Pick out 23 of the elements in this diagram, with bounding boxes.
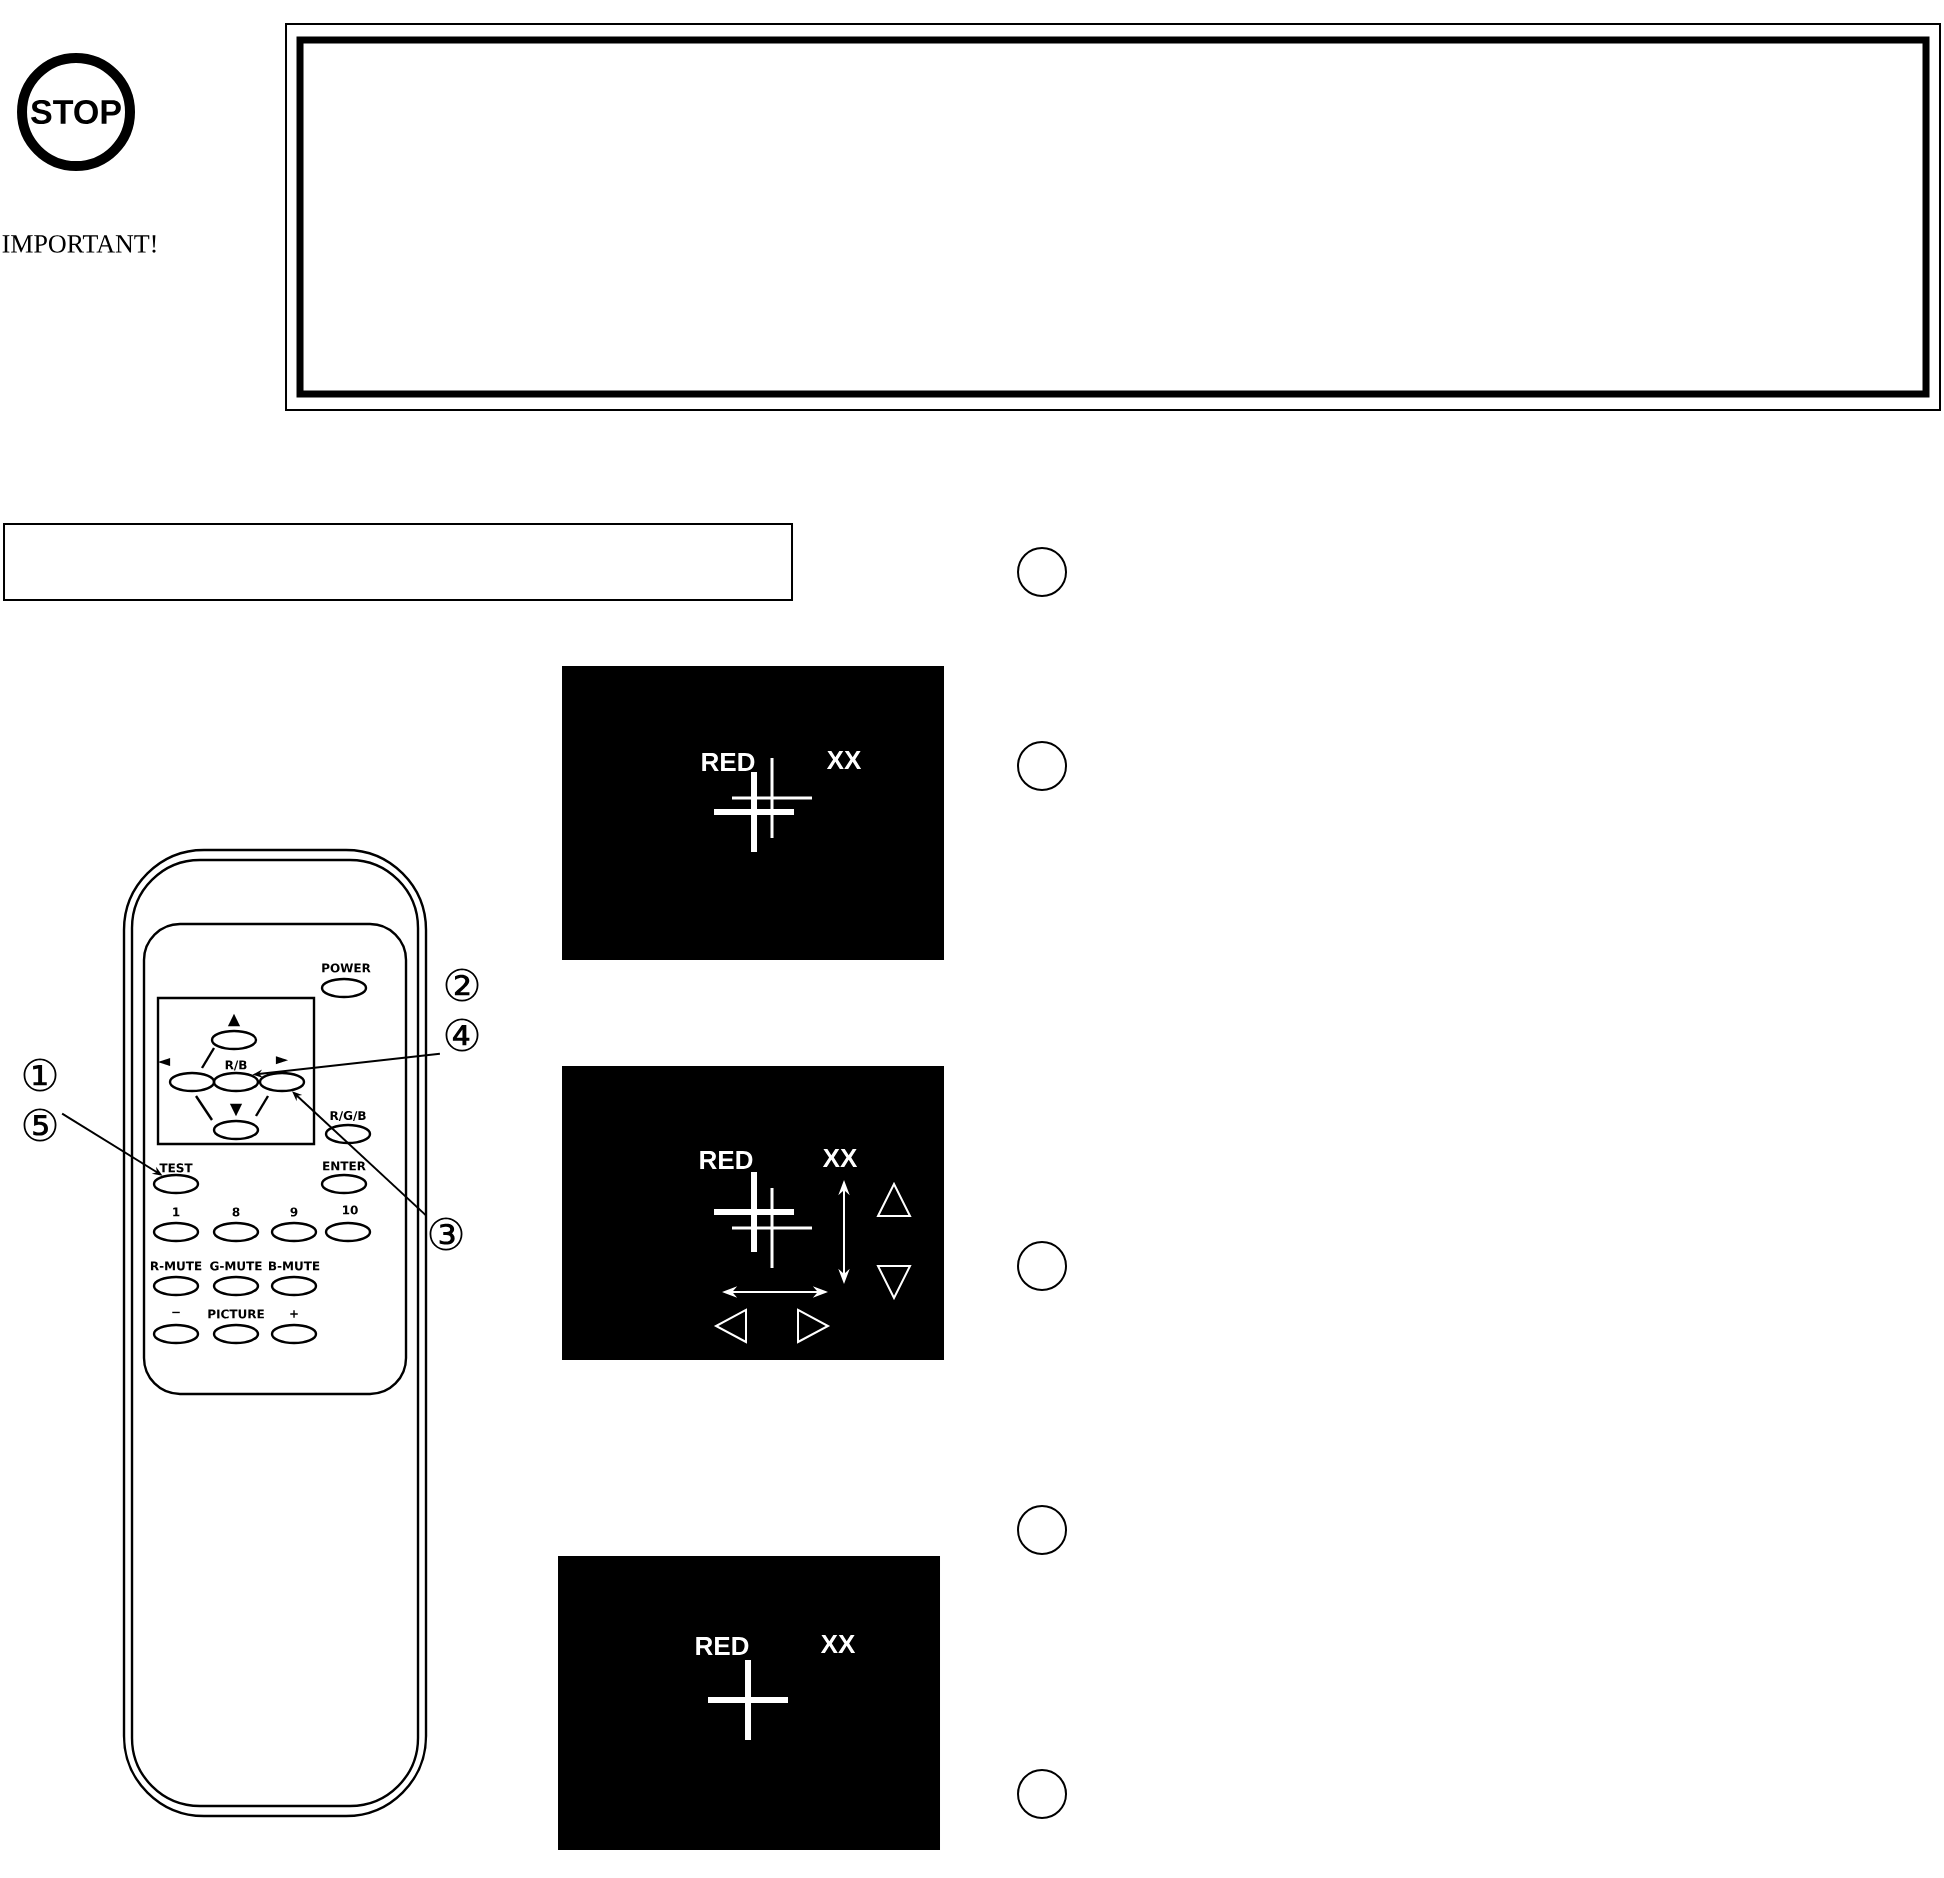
screen-label: XX <box>826 751 862 769</box>
remote-button: ► <box>258 1056 306 1093</box>
stop-sign: STOP <box>17 53 135 171</box>
step-circle <box>1017 547 1067 597</box>
screen-label: XX <box>820 1635 856 1653</box>
warning-box <box>285 23 1941 411</box>
button-label: ▼ <box>229 1103 243 1117</box>
callout-number: ② ④ <box>445 968 479 1052</box>
step-circle <box>1017 1505 1067 1555</box>
title-box <box>3 523 793 601</box>
step-circle <box>1017 741 1067 791</box>
important-label: IMPORTANT! <box>2 235 156 253</box>
button-label: ▲ <box>227 1013 241 1027</box>
callout-number: ① ⑤ <box>23 1058 57 1142</box>
step-circle <box>1017 1769 1067 1819</box>
button-label: ◄ <box>157 1057 171 1066</box>
screen-label: RED <box>702 753 755 771</box>
screen-label: RED <box>700 1151 753 1169</box>
callout-number: ③ <box>429 1217 463 1251</box>
screen-label: RED <box>696 1637 749 1655</box>
screen-label: XX <box>822 1149 858 1167</box>
node-label: ► <box>275 1056 289 1065</box>
step-circle <box>1017 1241 1067 1291</box>
